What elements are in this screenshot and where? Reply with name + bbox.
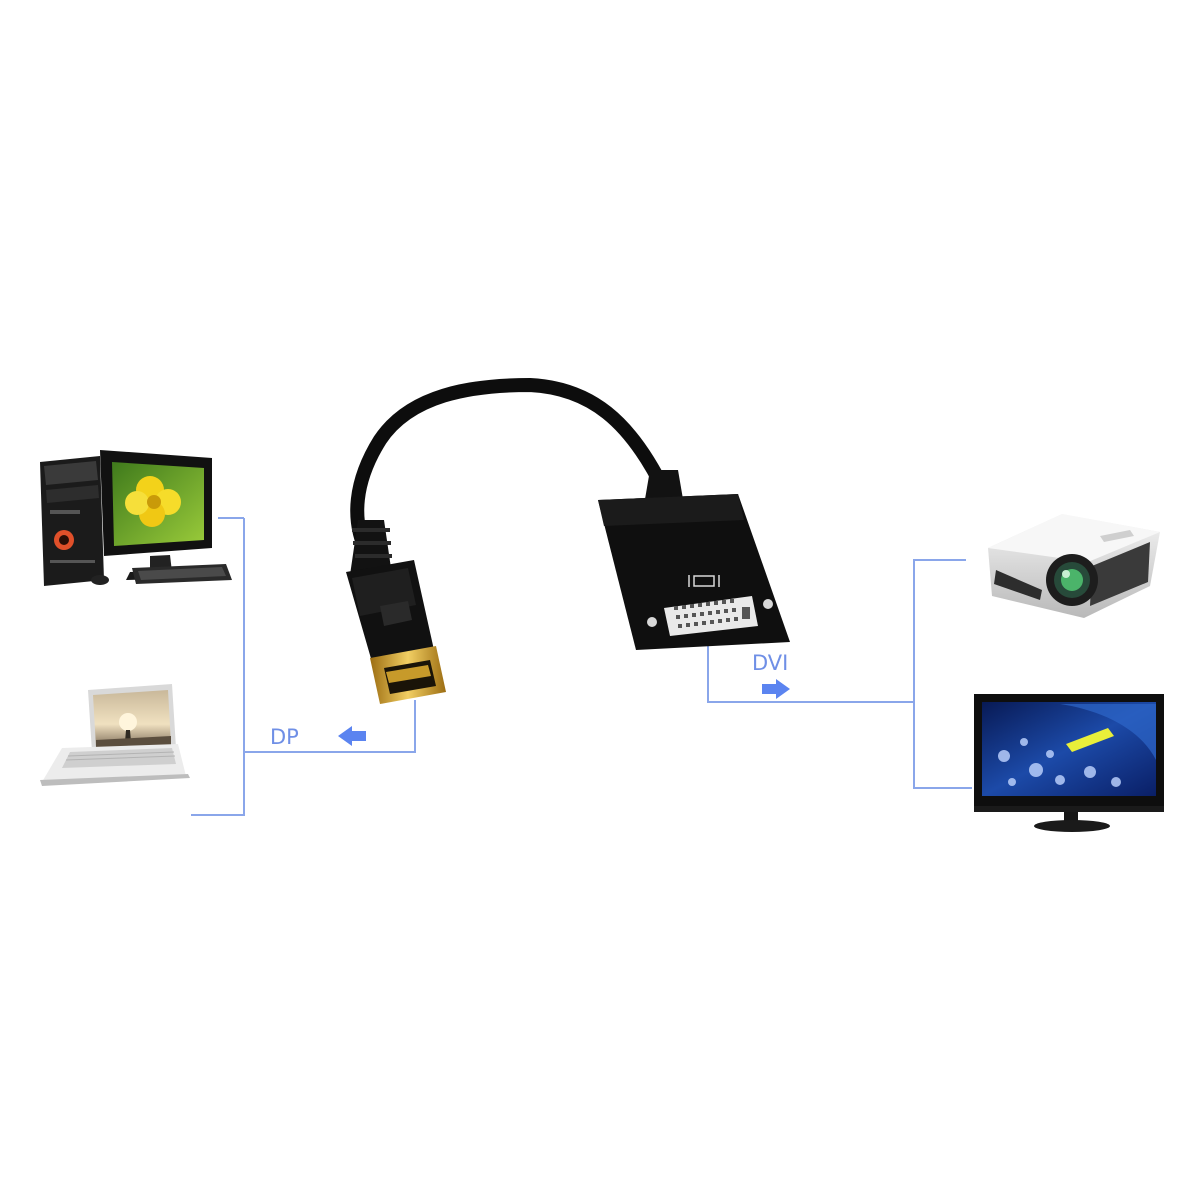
dvi-strain-relief (644, 470, 684, 505)
dp-strain-relief (350, 520, 392, 575)
wire-left-bus (191, 518, 245, 816)
left-wiring (191, 517, 416, 816)
wire-dvi-out (707, 642, 914, 703)
wire-dp-plug (244, 700, 416, 753)
mouse (91, 575, 109, 585)
displayport-plug (346, 560, 446, 704)
monitor-stand (1034, 820, 1110, 832)
arrow-left-icon (338, 726, 366, 746)
dp-to-dvi-adapter (346, 377, 790, 704)
dvi-port-icon (688, 575, 720, 587)
arrow-right-icon (762, 679, 790, 699)
adapter-cable (350, 377, 672, 562)
dp-label: DP (270, 725, 299, 749)
desktop-computer-icon (40, 450, 232, 586)
right-wiring (707, 559, 972, 789)
projector-icon (988, 514, 1160, 618)
flower (125, 476, 181, 527)
screw-hole-left (647, 617, 657, 627)
monitor-icon (974, 694, 1164, 832)
laptop-icon (40, 684, 190, 786)
screw-hole-right (763, 599, 773, 609)
dvi-female-housing (598, 494, 790, 650)
dvi-label: DVI (752, 651, 788, 675)
wire-right-bus (913, 559, 972, 789)
